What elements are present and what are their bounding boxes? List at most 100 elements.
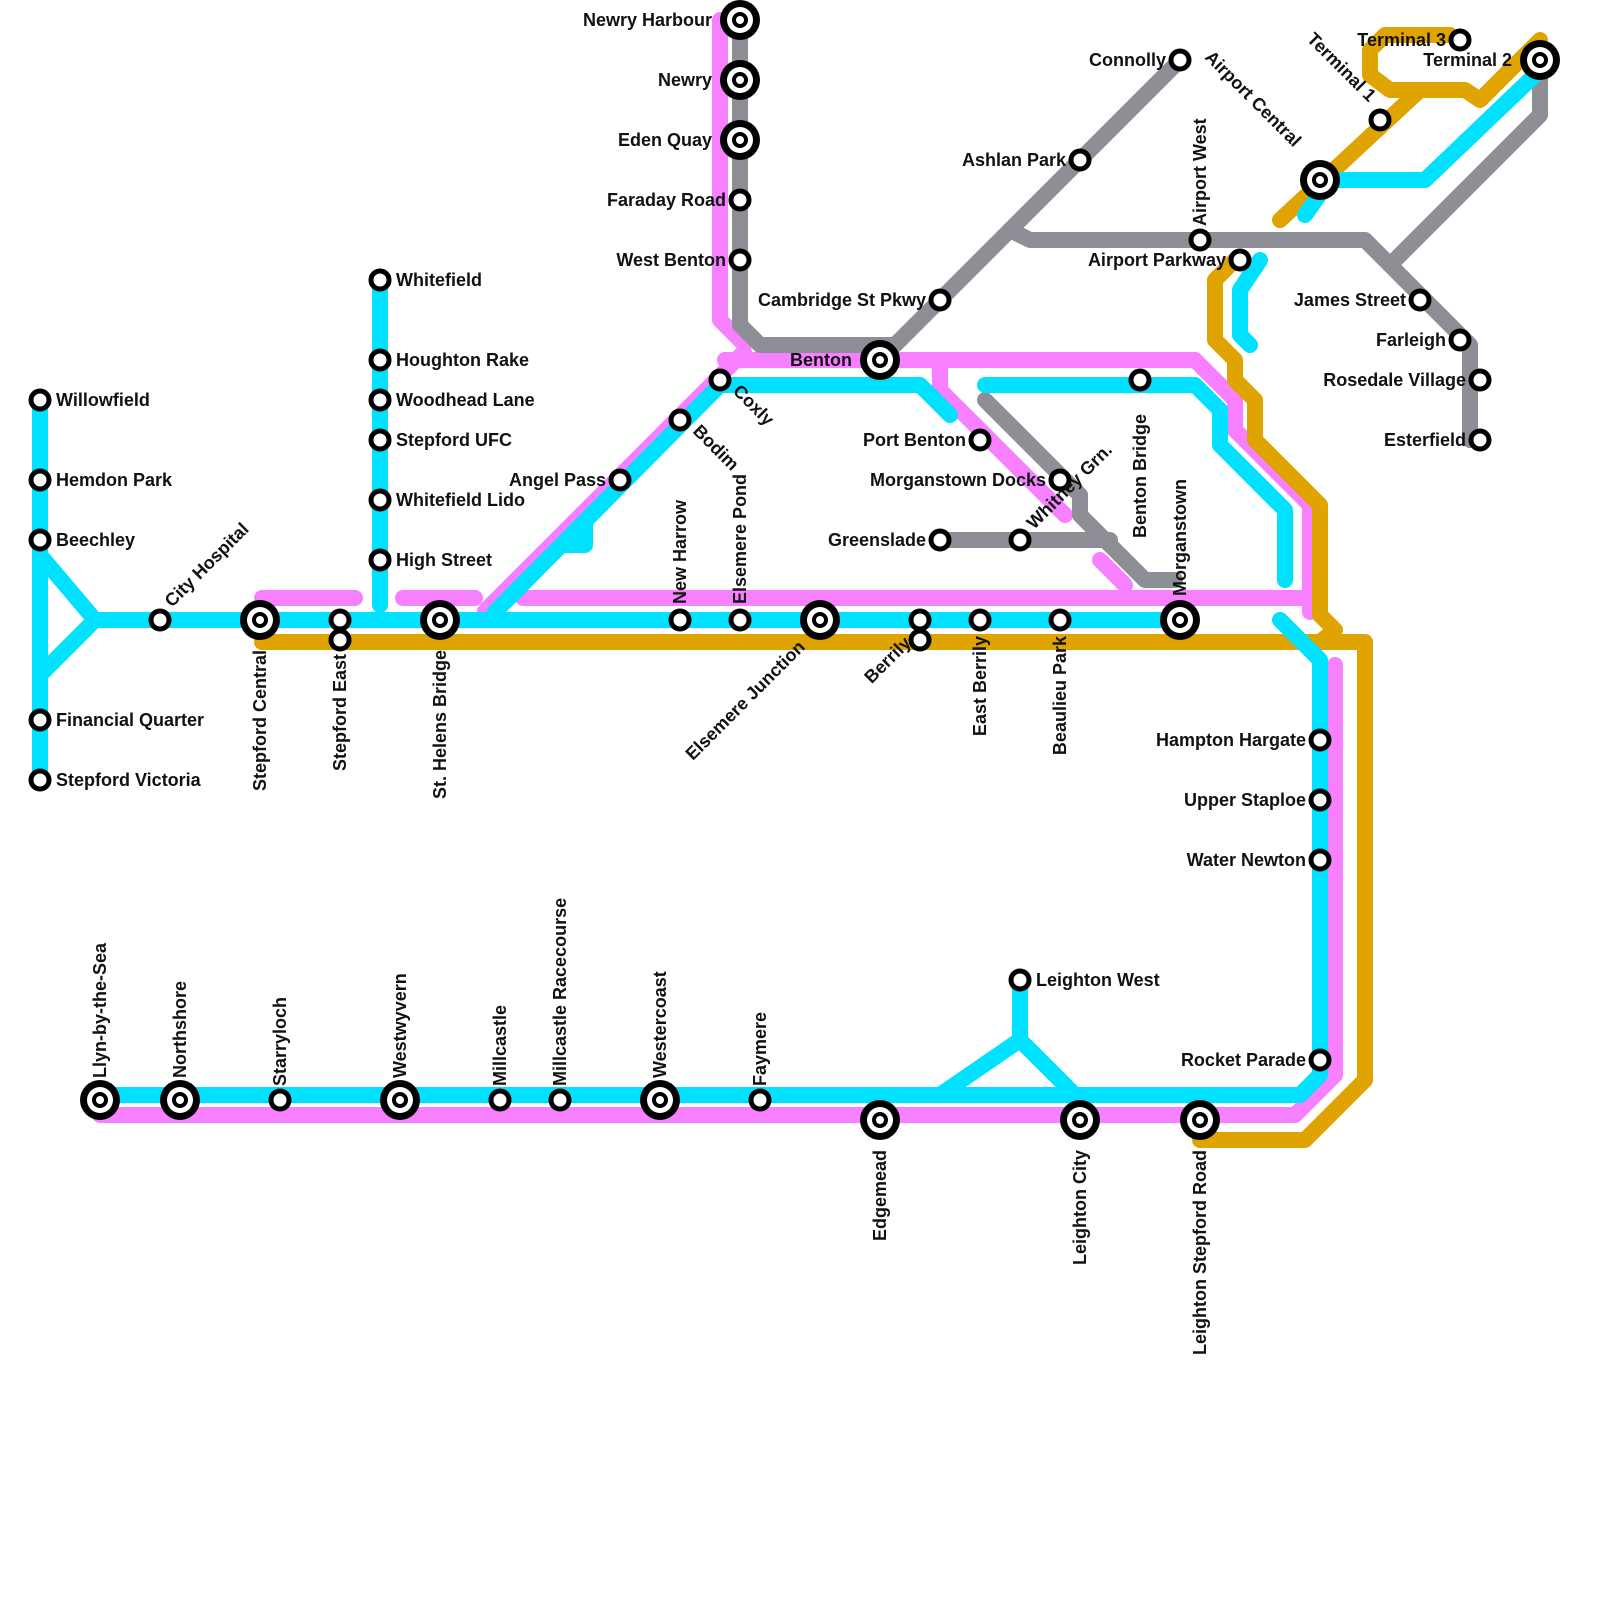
stop-greenslade[interactable] <box>931 531 949 549</box>
stop-whitefield[interactable] <box>371 271 389 289</box>
label-llyn-by-the-sea: Llyn-by-the-Sea <box>90 942 110 1078</box>
stop-beaulieu-park[interactable] <box>1051 611 1069 629</box>
stop-woodhead-lane[interactable] <box>371 391 389 409</box>
label-stepford-victoria: Stepford Victoria <box>56 770 202 790</box>
label-whitefield: Whitefield <box>396 270 482 290</box>
label-woodhead-lane: Woodhead Lane <box>396 390 535 410</box>
stop-rocket-parade[interactable] <box>1311 1051 1329 1069</box>
label-airport-west: Airport West <box>1190 118 1210 226</box>
stop-terminal-1[interactable] <box>1371 111 1389 129</box>
stop-high-street[interactable] <box>371 551 389 569</box>
label-stepford-east: Stepford East <box>330 654 350 771</box>
label-westwyvern: Westwyvern <box>390 973 410 1078</box>
interchange-elsemere-junction[interactable] <box>800 600 840 640</box>
label-port-benton: Port Benton <box>863 430 966 450</box>
label-newry: Newry <box>658 70 712 90</box>
stop-esterfield[interactable] <box>1471 431 1489 449</box>
label-hampton-hargate: Hampton Hargate <box>1156 730 1306 750</box>
stop-east-berrily[interactable] <box>971 611 989 629</box>
interchange-eden-quay[interactable] <box>720 120 760 160</box>
interchange-st-helens-bridge[interactable] <box>420 600 460 640</box>
stop-airport-parkway[interactable] <box>1231 251 1249 269</box>
stop-stepford-victoria[interactable] <box>31 771 49 789</box>
stop-benton-bridge[interactable] <box>1131 371 1149 389</box>
stop-millcastle[interactable] <box>491 1091 509 1109</box>
stop-elsemere-pond[interactable] <box>731 611 749 629</box>
stop-starryloch[interactable] <box>271 1091 289 1109</box>
label-elsemere-junction: Elsemere Junction <box>682 637 809 764</box>
stop-port-benton[interactable] <box>971 431 989 449</box>
interchange-leighton-stepford-road[interactable] <box>1180 1100 1220 1140</box>
interchange-leighton-city[interactable] <box>1060 1100 1100 1140</box>
label-airport-central: Airport Central <box>1201 47 1305 151</box>
stop-faymere[interactable] <box>751 1091 769 1109</box>
stop-water-newton[interactable] <box>1311 851 1329 869</box>
label-airport-parkway: Airport Parkway <box>1088 250 1226 270</box>
stop-stepford-ufc[interactable] <box>371 431 389 449</box>
label-millcastle-racecourse: Millcastle Racecourse <box>550 898 570 1086</box>
label-benton: Benton <box>790 350 852 370</box>
label-upper-staploe: Upper Staploe <box>1184 790 1306 810</box>
stop-city-hospital[interactable] <box>151 611 169 629</box>
interchange-airport-central[interactable] <box>1300 160 1340 200</box>
label-whitefield-lido: Whitefield Lido <box>396 490 525 510</box>
interchange-newry-harbour[interactable] <box>720 0 760 40</box>
stop-millcastle-racecourse[interactable] <box>551 1091 569 1109</box>
stop-coxly[interactable] <box>711 371 729 389</box>
label-edgemead: Edgemead <box>870 1150 890 1241</box>
label-willowfield: Willowfield <box>56 390 150 410</box>
label-beechley: Beechley <box>56 530 135 550</box>
stop-farleigh[interactable] <box>1451 331 1469 349</box>
label-st-helens-bridge: St. Helens Bridge <box>430 650 450 799</box>
label-elsemere-pond: Elsemere Pond <box>730 474 750 604</box>
stop-terminal-3[interactable] <box>1451 31 1469 49</box>
interchange-westwyvern[interactable] <box>380 1080 420 1120</box>
interchange-westercoast[interactable] <box>640 1080 680 1120</box>
stop-willowfield[interactable] <box>31 391 49 409</box>
label-faymere: Faymere <box>750 1012 770 1086</box>
stop-berrily-upper[interactable] <box>911 611 929 629</box>
label-connolly: Connolly <box>1089 50 1166 70</box>
stop-upper-staploe[interactable] <box>1311 791 1329 809</box>
stop-whitney-grn[interactable] <box>1011 531 1029 549</box>
interchange-newry[interactable] <box>720 60 760 100</box>
label-leighton-stepford-road: Leighton Stepford Road <box>1190 1150 1210 1355</box>
interchange-benton[interactable] <box>860 340 900 380</box>
label-hemdon-park: Hemdon Park <box>56 470 173 490</box>
stop-connolly[interactable] <box>1171 51 1189 69</box>
label-rosedale-village: Rosedale Village <box>1323 370 1466 390</box>
label-esterfield: Esterfield <box>1384 430 1466 450</box>
label-west-benton: West Benton <box>616 250 726 270</box>
stop-james-street[interactable] <box>1411 291 1429 309</box>
stop-stepford-east-lower[interactable] <box>331 631 349 649</box>
label-ashlan-park: Ashlan Park <box>962 150 1067 170</box>
stop-stepford-east-upper[interactable] <box>331 611 349 629</box>
interchange-morganstown[interactable] <box>1160 600 1200 640</box>
interchange-terminal-2[interactable] <box>1520 40 1560 80</box>
label-starryloch: Starryloch <box>270 997 290 1086</box>
label-east-berrily: East Berrily <box>970 636 990 736</box>
label-financial-quarter: Financial Quarter <box>56 710 204 730</box>
stop-rosedale-village[interactable] <box>1471 371 1489 389</box>
interchange-northshore[interactable] <box>160 1080 200 1120</box>
stop-hemdon-park[interactable] <box>31 471 49 489</box>
stop-cambridge-st-pkwy[interactable] <box>931 291 949 309</box>
stop-whitefield-lido[interactable] <box>371 491 389 509</box>
stop-financial-quarter[interactable] <box>31 711 49 729</box>
stop-bodim[interactable] <box>671 411 689 429</box>
stop-new-harrow[interactable] <box>671 611 689 629</box>
label-greenslade: Greenslade <box>828 530 926 550</box>
stop-leighton-west[interactable] <box>1011 971 1029 989</box>
stop-houghton-rake[interactable] <box>371 351 389 369</box>
stop-hampton-hargate[interactable] <box>1311 731 1329 749</box>
stop-airport-west[interactable] <box>1191 231 1209 249</box>
stop-west-benton[interactable] <box>731 251 749 269</box>
interchange-stepford-central[interactable] <box>240 600 280 640</box>
stop-angel-pass[interactable] <box>611 471 629 489</box>
interchange-llyn-by-the-sea[interactable] <box>80 1080 120 1120</box>
label-rocket-parade: Rocket Parade <box>1181 1050 1306 1070</box>
stop-ashlan-park[interactable] <box>1071 151 1089 169</box>
stop-faraday-road[interactable] <box>731 191 749 209</box>
stop-beechley[interactable] <box>31 531 49 549</box>
interchange-edgemead[interactable] <box>860 1100 900 1140</box>
